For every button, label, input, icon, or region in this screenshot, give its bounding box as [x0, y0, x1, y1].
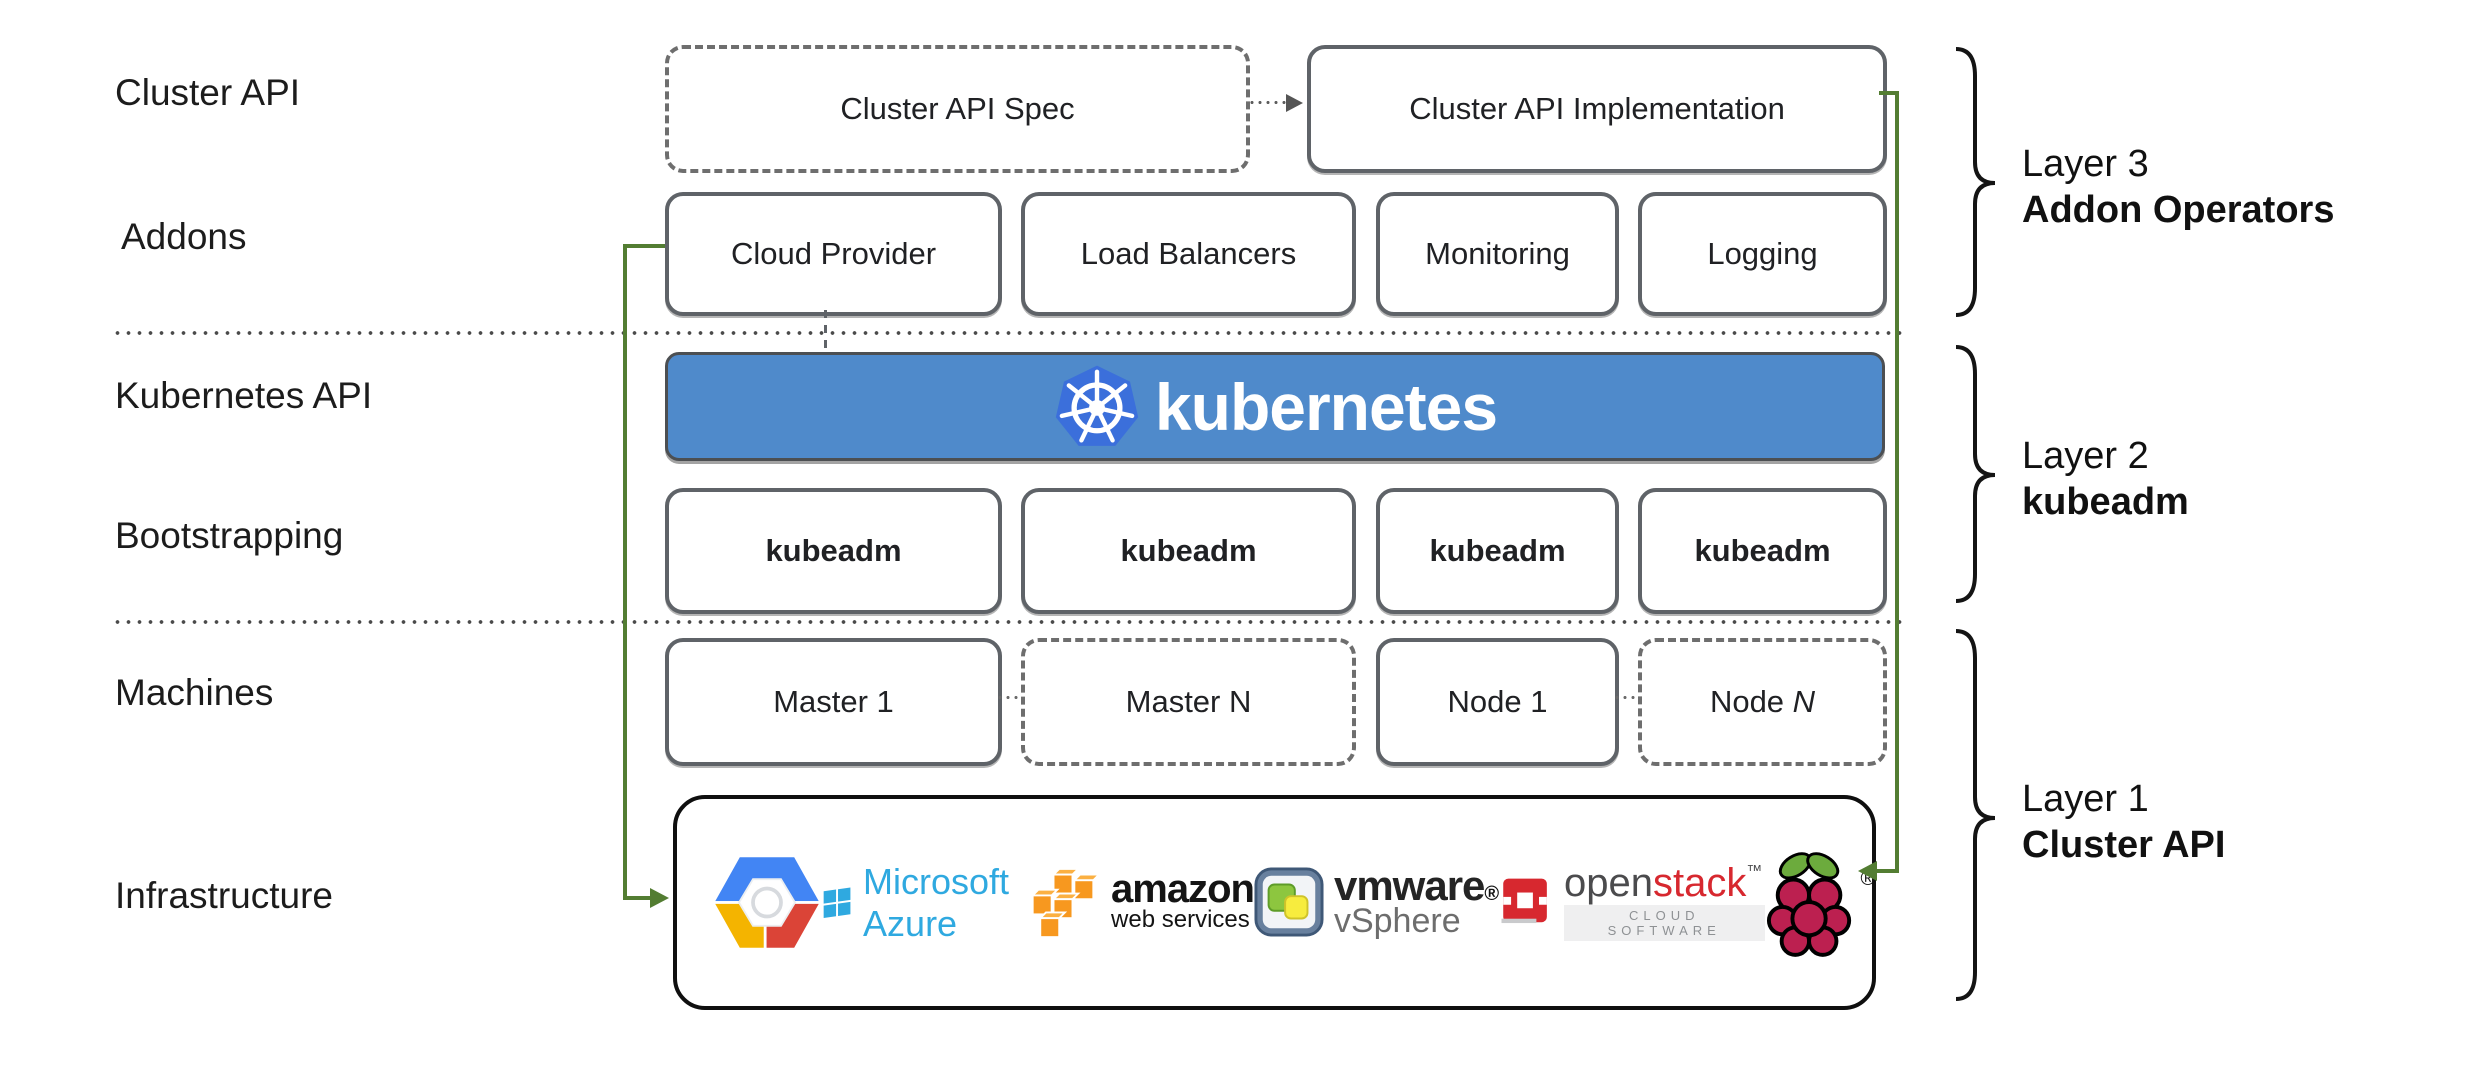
spec-to-implementation-arrow-line — [1248, 101, 1288, 104]
node-n-box: Node N — [1638, 638, 1887, 766]
master-1-label: Master 1 — [773, 684, 894, 719]
master-link-dots — [996, 696, 1020, 699]
layer-1-label: Layer 1 Cluster API — [2022, 776, 2225, 868]
aws-cubes-icon — [1030, 867, 1102, 938]
green-connector-right-bottom — [1876, 869, 1899, 873]
kubernetes-banner: kubernetes — [665, 352, 1885, 461]
layer-2-subtitle: kubeadm — [2022, 481, 2189, 523]
vmware-vsphere-logo: vmware® vSphere — [1254, 861, 1499, 941]
monitoring-box: Monitoring — [1376, 192, 1619, 316]
kubeadm-label: kubeadm — [1429, 533, 1566, 568]
green-arrowhead-into-infrastructure-right-icon — [1858, 861, 1877, 881]
spec-to-implementation-arrowhead-icon — [1286, 94, 1303, 112]
node-n-label: Node — [1709, 684, 1793, 719]
layer-3-brace — [1955, 47, 1996, 317]
green-connector-left-top — [623, 244, 665, 248]
openstack-trademark: ™ — [1746, 862, 1763, 880]
layer-3-subtitle: Addon Operators — [2022, 189, 2335, 231]
row-label-machines: Machines — [115, 672, 274, 713]
cluster-api-spec-label: Cluster API Spec — [840, 91, 1075, 126]
layer-1-subtitle: Cluster API — [2022, 824, 2226, 866]
monitoring-label: Monitoring — [1425, 236, 1570, 271]
aws-wordmark: amazon — [1111, 866, 1255, 911]
cluster-api-implementation-label: Cluster API Implementation — [1409, 91, 1785, 126]
openstack-wordmark: openstack™ — [1563, 860, 1763, 905]
microsoft-azure-logo: Microsoft Azure — [823, 861, 1025, 945]
load-balancers-label: Load Balancers — [1080, 236, 1297, 271]
raspberry-pi-logo: ® — [1765, 842, 1875, 964]
kubeadm-box-2: kubeadm — [1021, 488, 1356, 614]
master-1-box: Master 1 — [665, 638, 1002, 766]
vsphere-app-icon — [1254, 867, 1324, 937]
openstack-icon — [1501, 878, 1548, 923]
separator-bootstrapping-machines — [112, 620, 1908, 624]
kubeadm-box-3: kubeadm — [1376, 488, 1619, 614]
kubeadm-box-4: kubeadm — [1638, 488, 1887, 614]
kubernetes-logo-icon — [1055, 365, 1139, 446]
cluster-api-spec-box: Cluster API Spec — [665, 45, 1250, 173]
layer-2-brace — [1955, 345, 1996, 603]
green-connector-left-vertical — [623, 244, 627, 900]
load-balancers-box: Load Balancers — [1021, 192, 1356, 316]
kubeadm-box-1: kubeadm — [665, 488, 1002, 614]
master-n-box: Master N — [1021, 638, 1356, 766]
cloud-provider-to-kubernetes-connector — [824, 310, 827, 352]
infrastructure-box: Microsoft Azure amazon web services — [673, 795, 1876, 1010]
vsphere-label: vSphere — [1333, 902, 1461, 941]
node-1-box: Node 1 — [1376, 638, 1619, 766]
kubeadm-label: kubeadm — [765, 533, 902, 568]
openstack-logo: openstack™ CLOUD SOFTWARE — [1498, 860, 1765, 941]
aws-subtitle: web services — [1111, 905, 1250, 933]
separator-addons-kubernetes — [112, 331, 1908, 335]
layer-2-label: Layer 2 kubeadm — [2022, 433, 2189, 525]
google-cloud-logo — [711, 854, 823, 951]
layer-3-label: Layer 3 Addon Operators — [2022, 141, 2334, 233]
node-1-label: Node 1 — [1447, 684, 1548, 719]
raspberry-pi-icon — [1766, 851, 1851, 957]
layer-3-title: Layer 3 — [2022, 143, 2149, 185]
cluster-api-implementation-box: Cluster API Implementation — [1307, 45, 1887, 173]
green-connector-right-top — [1879, 91, 1899, 95]
layer-1-title: Layer 1 — [2022, 778, 2149, 820]
openstack-tagline: CLOUD SOFTWARE — [1563, 904, 1765, 941]
row-label-cluster-api: Cluster API — [115, 72, 301, 113]
cloud-provider-label: Cloud Provider — [730, 236, 937, 271]
kubeadm-label: kubeadm — [1120, 533, 1257, 568]
layer-2-title: Layer 2 — [2022, 435, 2149, 477]
row-label-kubernetes-api: Kubernetes API — [115, 375, 373, 416]
green-connector-left-bottom — [623, 896, 652, 900]
row-label-bootstrapping: Bootstrapping — [115, 515, 344, 556]
kubeadm-label: kubeadm — [1694, 533, 1831, 568]
vmware-registered-mark: ® — [1484, 882, 1499, 905]
azure-flag-icon — [823, 886, 851, 918]
kubernetes-banner-label: kubernetes — [1154, 369, 1498, 444]
green-arrowhead-into-infrastructure-left-icon — [650, 888, 669, 908]
logging-label: Logging — [1707, 236, 1818, 271]
google-cloud-icon — [711, 854, 823, 951]
master-n-label: Master N — [1125, 684, 1252, 719]
row-label-infrastructure: Infrastructure — [115, 875, 333, 916]
azure-label: Microsoft Azure — [863, 860, 1010, 944]
green-connector-right-vertical — [1895, 91, 1899, 873]
cloud-provider-box: Cloud Provider — [665, 192, 1002, 316]
layer-1-brace — [1955, 629, 1996, 1001]
vmware-wordmark: vmware® — [1333, 861, 1499, 909]
row-label-addons: Addons — [121, 216, 247, 257]
amazon-web-services-logo: amazon web services — [1025, 866, 1255, 939]
logging-box: Logging — [1638, 192, 1887, 316]
node-link-dots — [1613, 696, 1637, 699]
